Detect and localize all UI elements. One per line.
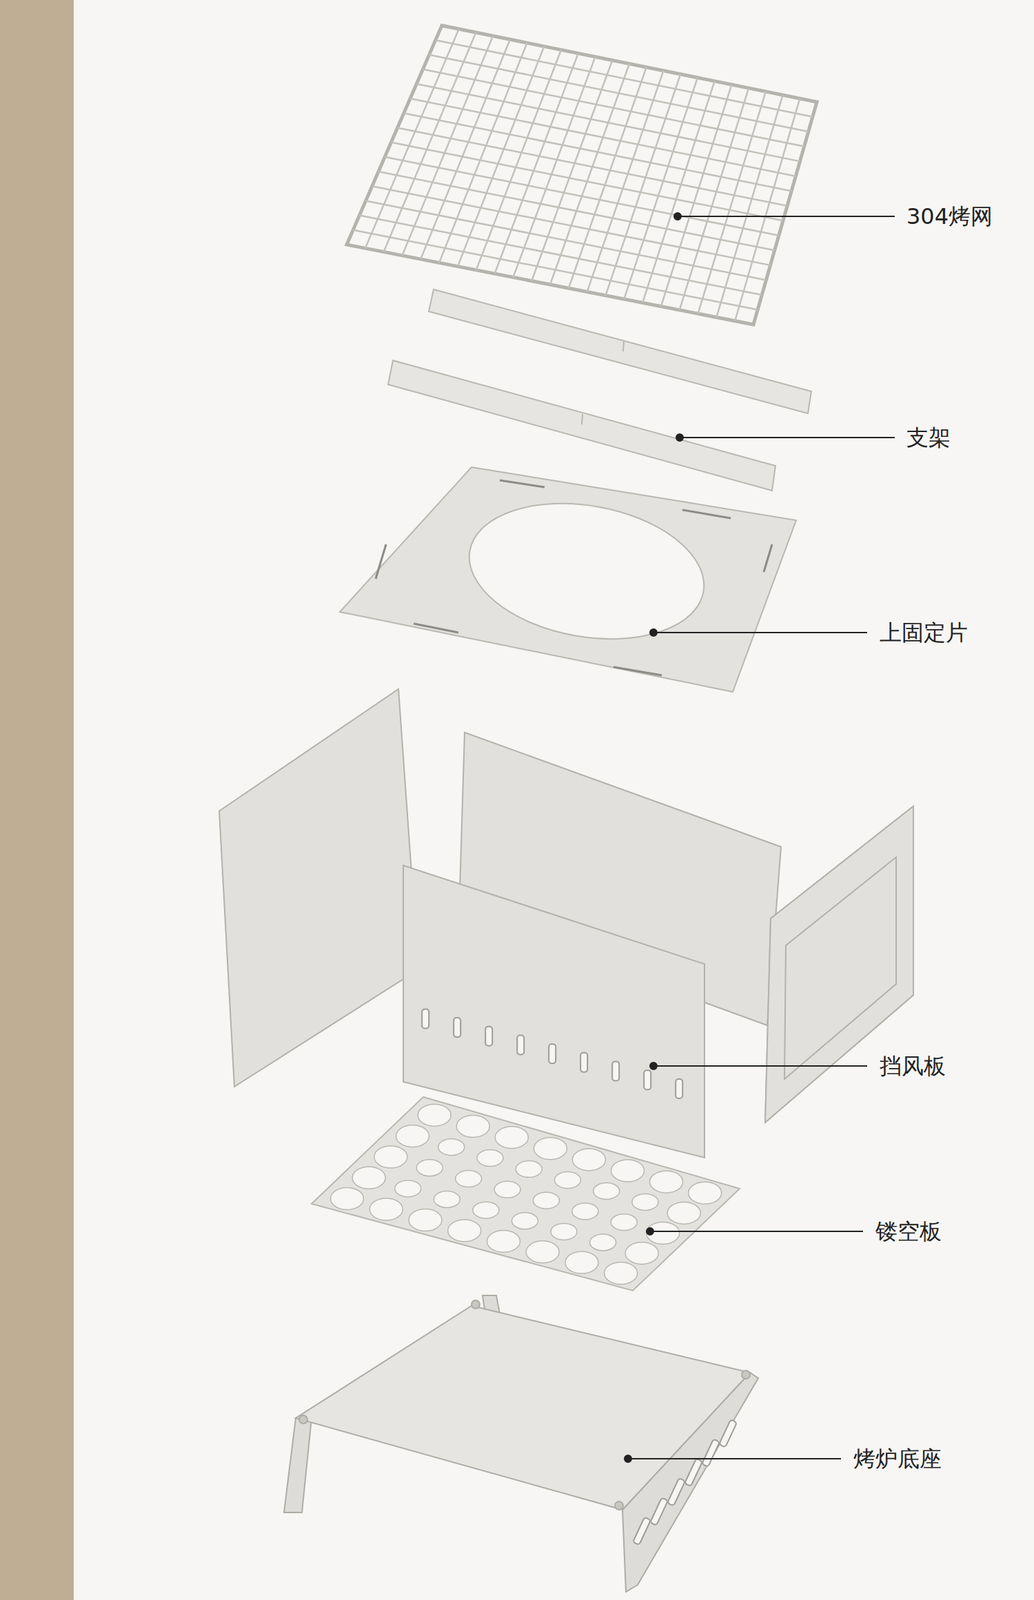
base-slot [701, 1439, 720, 1467]
side-band [0, 0, 74, 1600]
air-slot [675, 1079, 683, 1099]
mesh-wire [378, 171, 775, 251]
mesh-wire [716, 95, 783, 318]
air-slot [643, 1070, 651, 1090]
leader-lines [624, 213, 895, 1463]
plate-hole [330, 1188, 364, 1211]
plate-hole [416, 1160, 443, 1177]
plate-hole [667, 1202, 701, 1225]
part-label: 支架 [906, 426, 951, 449]
plate-hole [610, 1214, 637, 1232]
plate-hole [456, 1116, 490, 1139]
air-slot [517, 1035, 524, 1055]
air-slot [580, 1053, 588, 1073]
plate-hole [632, 1193, 659, 1211]
base-slot [684, 1459, 703, 1487]
air-slot [485, 1027, 493, 1047]
air-slot [612, 1062, 620, 1082]
plate-hole [604, 1262, 638, 1285]
plate-hole [494, 1181, 521, 1199]
plate-hole [650, 1171, 684, 1194]
mesh-wire [416, 84, 800, 162]
plate-hole [511, 1213, 538, 1230]
mesh-wire [365, 28, 460, 249]
plate-hole [374, 1146, 408, 1169]
part-label: 镂空板 [875, 1220, 942, 1243]
plate-hole [554, 1172, 581, 1190]
mesh-wire [679, 88, 749, 311]
mesh-wire [661, 84, 732, 307]
plate-hole [396, 1125, 430, 1148]
part-label: 烤炉底座 [853, 1448, 942, 1471]
grill-base [284, 1295, 759, 1593]
plate-hole [494, 1127, 529, 1150]
plate-hole [472, 1202, 500, 1219]
mesh-wire [587, 71, 664, 293]
plate-hole [533, 1138, 567, 1161]
base-slot [632, 1517, 651, 1546]
mesh-wire [429, 54, 809, 132]
mesh-wire [384, 157, 779, 236]
plate-hole [532, 1192, 560, 1210]
plate-hole [646, 1222, 680, 1245]
mesh-wire [410, 98, 796, 177]
base-slot [667, 1478, 686, 1507]
grill-mesh [346, 25, 817, 325]
mesh-wire [698, 91, 766, 314]
plate-hole [593, 1182, 620, 1200]
mesh-wire [383, 32, 477, 252]
plate-hole [394, 1180, 422, 1198]
part-label: 上固定片 [879, 621, 968, 644]
mesh-wire [422, 69, 804, 147]
mesh-wire [734, 98, 800, 322]
mesh-wire [435, 39, 813, 117]
plate-hole [572, 1149, 606, 1172]
plate-hole [408, 1209, 442, 1232]
air-slot [548, 1044, 556, 1064]
top-plate [339, 467, 797, 693]
plate-hole [433, 1191, 460, 1209]
base-slot [650, 1497, 668, 1526]
plate-hole [525, 1241, 560, 1264]
plate-hole [448, 1220, 482, 1243]
mesh-wire [403, 113, 792, 191]
plate-hole [611, 1160, 645, 1183]
air-slot [421, 1009, 429, 1029]
plate-hole [369, 1198, 403, 1221]
plate-hole [688, 1182, 722, 1205]
base-slot [718, 1420, 737, 1448]
mesh-wire [390, 142, 784, 222]
mesh-wire [372, 186, 771, 266]
wind-shields [219, 689, 914, 1159]
plate-hole [590, 1234, 617, 1252]
plate-hole [625, 1242, 659, 1265]
part-label: 挡风板 [879, 1055, 946, 1078]
support-bars [388, 289, 812, 491]
plate-hole [417, 1104, 451, 1127]
plate-hole [455, 1171, 482, 1188]
plate-hole [438, 1139, 465, 1157]
mesh-wire [366, 200, 767, 280]
plate-hole [352, 1167, 386, 1190]
mesh-wire [623, 77, 698, 300]
air-slot [453, 1018, 461, 1038]
plate-hole [515, 1161, 542, 1179]
plate-hole [565, 1251, 599, 1274]
mesh-wire [605, 74, 681, 296]
mesh-wire [642, 81, 715, 304]
plate-hole [572, 1203, 599, 1221]
perforated-plate [311, 1097, 740, 1292]
mesh-wire [352, 230, 758, 311]
mesh-wire [397, 127, 788, 206]
mesh-frame [346, 25, 817, 325]
plate-hole [550, 1223, 577, 1241]
mesh-wire [359, 215, 762, 296]
plate-hole [477, 1150, 504, 1168]
part-label: 304烤网 [906, 205, 993, 228]
plate-hole [486, 1230, 520, 1253]
